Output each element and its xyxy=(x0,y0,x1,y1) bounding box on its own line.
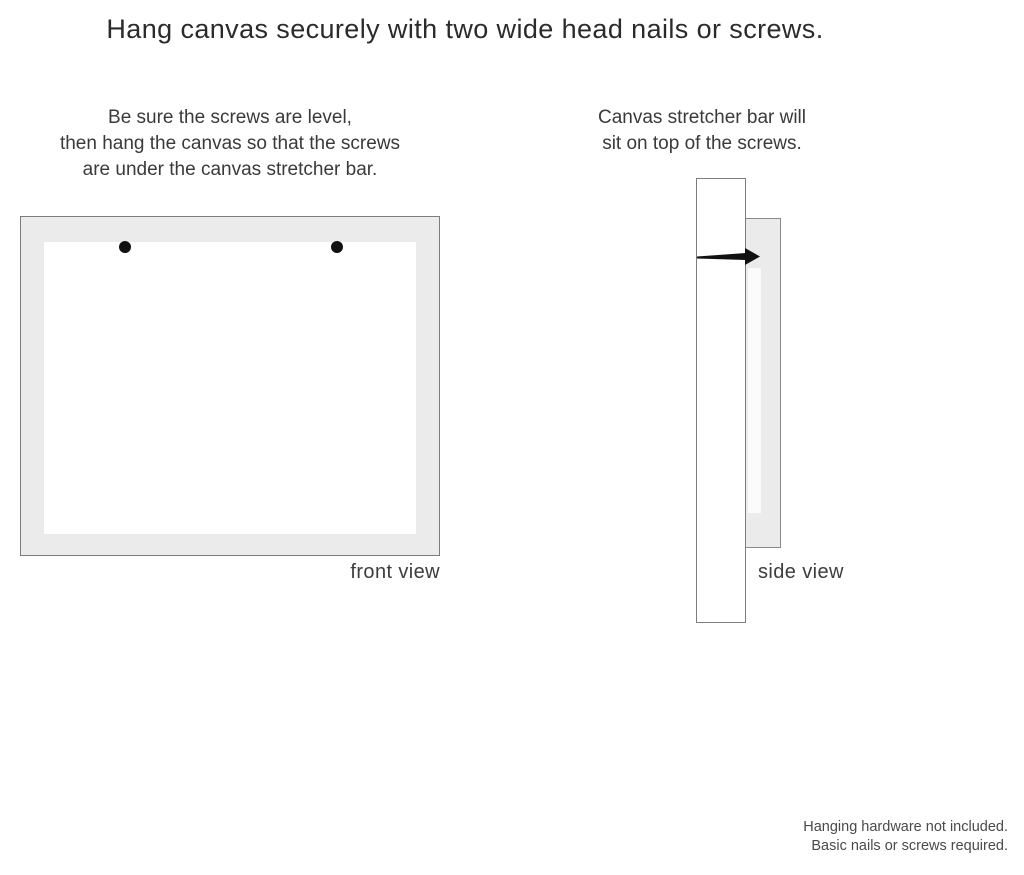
nail-head-right-icon xyxy=(331,241,343,253)
nail-head-left-icon xyxy=(119,241,131,253)
instruction-side-view: Canvas stretcher bar will sit on top of … xyxy=(552,105,852,157)
side-view-label: side view xyxy=(758,561,844,583)
side-view-canvas-edge xyxy=(745,218,781,548)
front-view-canvas-face xyxy=(44,242,416,534)
instruction-line: Canvas stretcher bar will xyxy=(597,107,807,128)
side-view-canvas-edge-highlight xyxy=(748,268,761,513)
footer-note: Hanging hardware not included. Basic nai… xyxy=(803,818,1008,856)
instruction-line: Be sure the screws are level, xyxy=(108,107,352,128)
instruction-line: sit on top of the screws. xyxy=(602,133,802,154)
front-view-canvas-frame xyxy=(20,216,440,556)
front-view-label: front view xyxy=(350,561,440,583)
instruction-front-view: Be sure the screws are level, then hang … xyxy=(18,105,442,183)
page-title: Hang canvas securely with two wide head … xyxy=(106,14,824,44)
side-view-stretcher-bar xyxy=(696,178,746,623)
instruction-line: are under the canvas stretcher bar. xyxy=(82,159,378,180)
footer-line: Basic nails or screws required. xyxy=(811,838,1008,854)
footer-line: Hanging hardware not included. xyxy=(803,819,1008,835)
nail-icon xyxy=(697,248,760,265)
instruction-line: then hang the canvas so that the screws xyxy=(59,133,401,154)
